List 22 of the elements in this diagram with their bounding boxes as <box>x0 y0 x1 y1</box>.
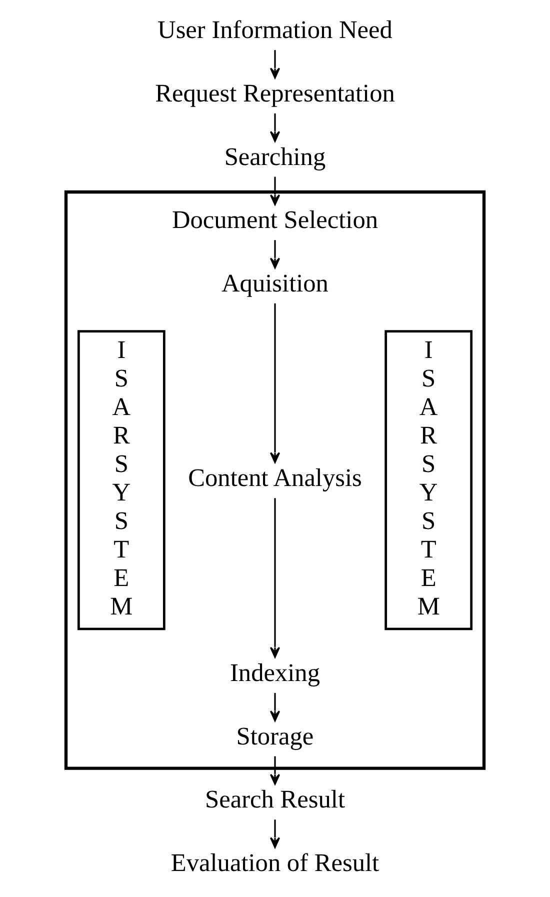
arrow <box>270 176 280 206</box>
node-text: Evaluation of Result <box>170 848 380 877</box>
node-text: Storage <box>236 722 314 750</box>
arrow <box>270 756 280 785</box>
arrow <box>270 50 280 79</box>
node-text: Document Selection <box>172 206 378 234</box>
arrow <box>270 240 280 269</box>
arrow <box>270 113 280 142</box>
node-text: Search Result <box>205 786 345 814</box>
arrow <box>270 820 280 848</box>
node-text: Searching <box>224 142 326 171</box>
arrow <box>270 692 280 722</box>
node-text: Aquisition <box>222 269 328 298</box>
node-text: Content Analysis <box>188 464 362 492</box>
cluster <box>64 190 486 770</box>
node-box: I S A R S Y S T E M <box>384 330 473 630</box>
node-text: Indexing <box>230 658 320 687</box>
arrow <box>270 303 280 464</box>
node-text: Request Representation <box>155 79 395 108</box>
node-text: User Information Need <box>158 16 392 44</box>
node-box: I S A R S Y S T E M <box>77 330 166 630</box>
arrow <box>270 498 280 658</box>
